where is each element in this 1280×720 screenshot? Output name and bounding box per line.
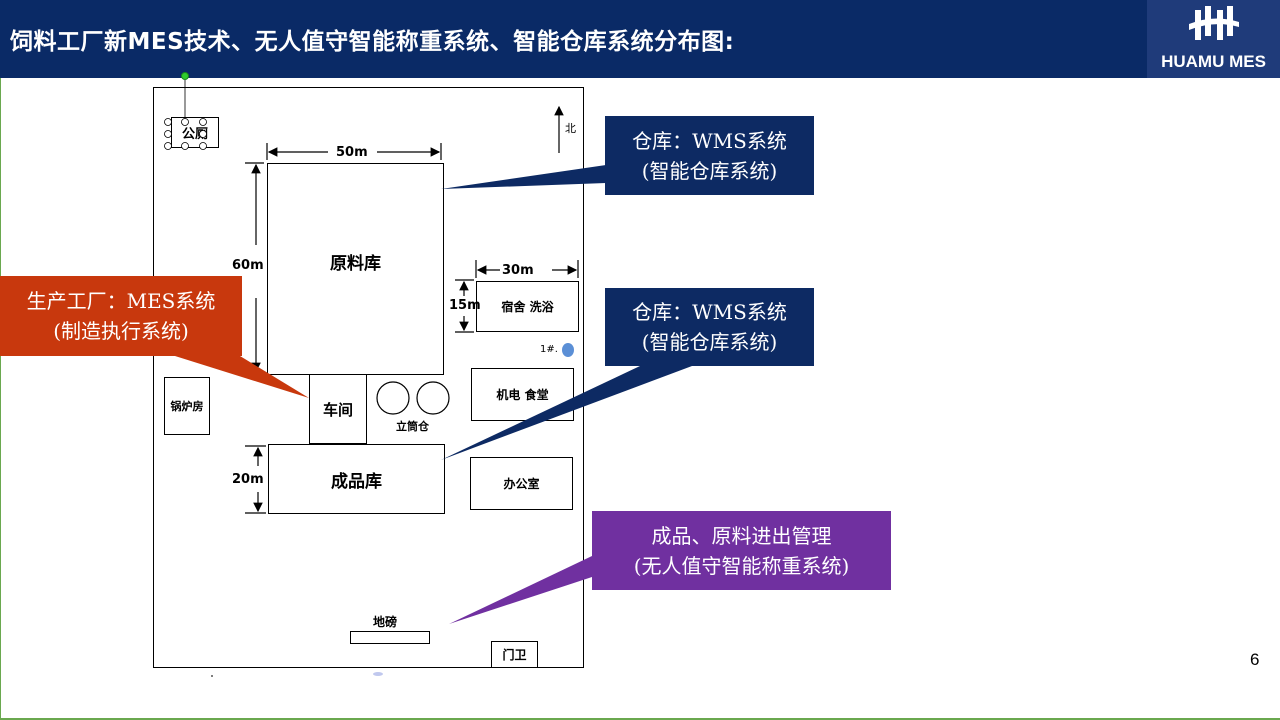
office-building: 办公室 <box>470 457 573 510</box>
stray-mark-icon <box>211 675 213 677</box>
mes-callout: 生产工厂：MES系统 (制造执行系统) <box>0 276 242 356</box>
dorm-label: 宿舍 洗浴 <box>501 300 554 314</box>
bottom-border-rule <box>0 718 1280 720</box>
dormitory-building: 宿舍 洗浴 <box>476 281 579 332</box>
wms2-pointer <box>441 366 692 460</box>
finished-goods-warehouse: 成品库 <box>268 444 445 514</box>
wms-callout-top: 仓库：WMS系统 (智能仓库系统) <box>605 116 814 195</box>
selection-handles-icon <box>164 76 207 150</box>
wms-callout-top-line1: 仓库：WMS系统 <box>632 128 787 153</box>
raw-material-warehouse: 原料库 <box>267 163 444 375</box>
dimension-20m: 20m <box>232 472 264 487</box>
mes-pointer <box>175 356 309 398</box>
page-title: 饲料工厂新MES技术、无人值守智能称重系统、智能仓库系统分布图: <box>10 29 735 55</box>
workshop-building: 车间 <box>309 374 367 444</box>
workshop-label: 车间 <box>322 400 353 419</box>
electric-canteen-label: 机电 食堂 <box>496 388 549 402</box>
weighbridge-label: 地磅 <box>373 615 398 629</box>
dimension-60m: 60m <box>232 258 264 273</box>
stray-mark-icon <box>373 672 383 676</box>
raw-warehouse-label: 原料库 <box>330 254 381 274</box>
page-number: 6 <box>1250 650 1260 669</box>
tank-icon <box>562 343 574 357</box>
north-label: 北 <box>565 122 576 135</box>
logo-mark-icon <box>1189 6 1239 40</box>
dimension-15m: 15m <box>449 298 481 313</box>
mes-callout-line2: (制造执行系统) <box>53 319 189 343</box>
tank-label: 1#. <box>540 344 558 355</box>
wms-callout-middle-line2: (智能仓库系统) <box>641 330 778 354</box>
dimension-20m-arrows <box>245 445 266 514</box>
left-border-rule <box>0 78 1 720</box>
dimension-15m-arrows <box>455 279 474 333</box>
logo-text: HUAMU MES <box>1161 52 1266 71</box>
header-bar: 饲料工厂新MES技术、无人值守智能称重系统、智能仓库系统分布图: HUAMU M… <box>0 0 1280 78</box>
dimension-30m-arrows <box>475 260 579 278</box>
rotate-handle-icon <box>181 72 189 80</box>
weighbridge-platform <box>350 631 430 644</box>
finished-warehouse-label: 成品库 <box>331 471 382 492</box>
wms-callout-middle: 仓库：WMS系统 (智能仓库系统) <box>605 288 814 366</box>
mes-callout-line1: 生产工厂：MES系统 <box>26 289 216 313</box>
wms1-pointer <box>441 165 606 189</box>
silo-2-icon <box>416 381 450 415</box>
office-label: 办公室 <box>503 477 540 491</box>
weigh-callout-line2: (无人值守智能称重系统) <box>633 553 850 578</box>
dimension-30m: 30m <box>502 263 534 278</box>
gatehouse-building: 门卫 <box>491 641 538 667</box>
silo-label: 立筒仓 <box>396 420 429 433</box>
gate-label: 门卫 <box>502 648 527 662</box>
boiler-room: 锅炉房 <box>164 377 210 435</box>
weigh-callout-line1: 成品、原料进出管理 <box>651 523 832 548</box>
silo-1-icon <box>376 381 410 415</box>
weigh-pointer <box>449 556 592 624</box>
dimension-60m-arrows <box>245 162 264 374</box>
site-plan: 公厕 北 原料库 50m 60m 宿舍 洗浴 30m 15m 1#. 锅炉房 车… <box>153 87 584 668</box>
dimension-50m: 50m <box>336 145 368 160</box>
boiler-label: 锅炉房 <box>170 400 204 413</box>
weigh-callout: 成品、原料进出管理 (无人值守智能称重系统) <box>592 511 891 590</box>
brand-logo: HUAMU MES <box>1147 0 1280 78</box>
wms-callout-top-line2: (智能仓库系统) <box>641 158 778 183</box>
dimension-50m-arrows <box>266 143 442 160</box>
wms-callout-middle-line1: 仓库：WMS系统 <box>632 300 787 324</box>
